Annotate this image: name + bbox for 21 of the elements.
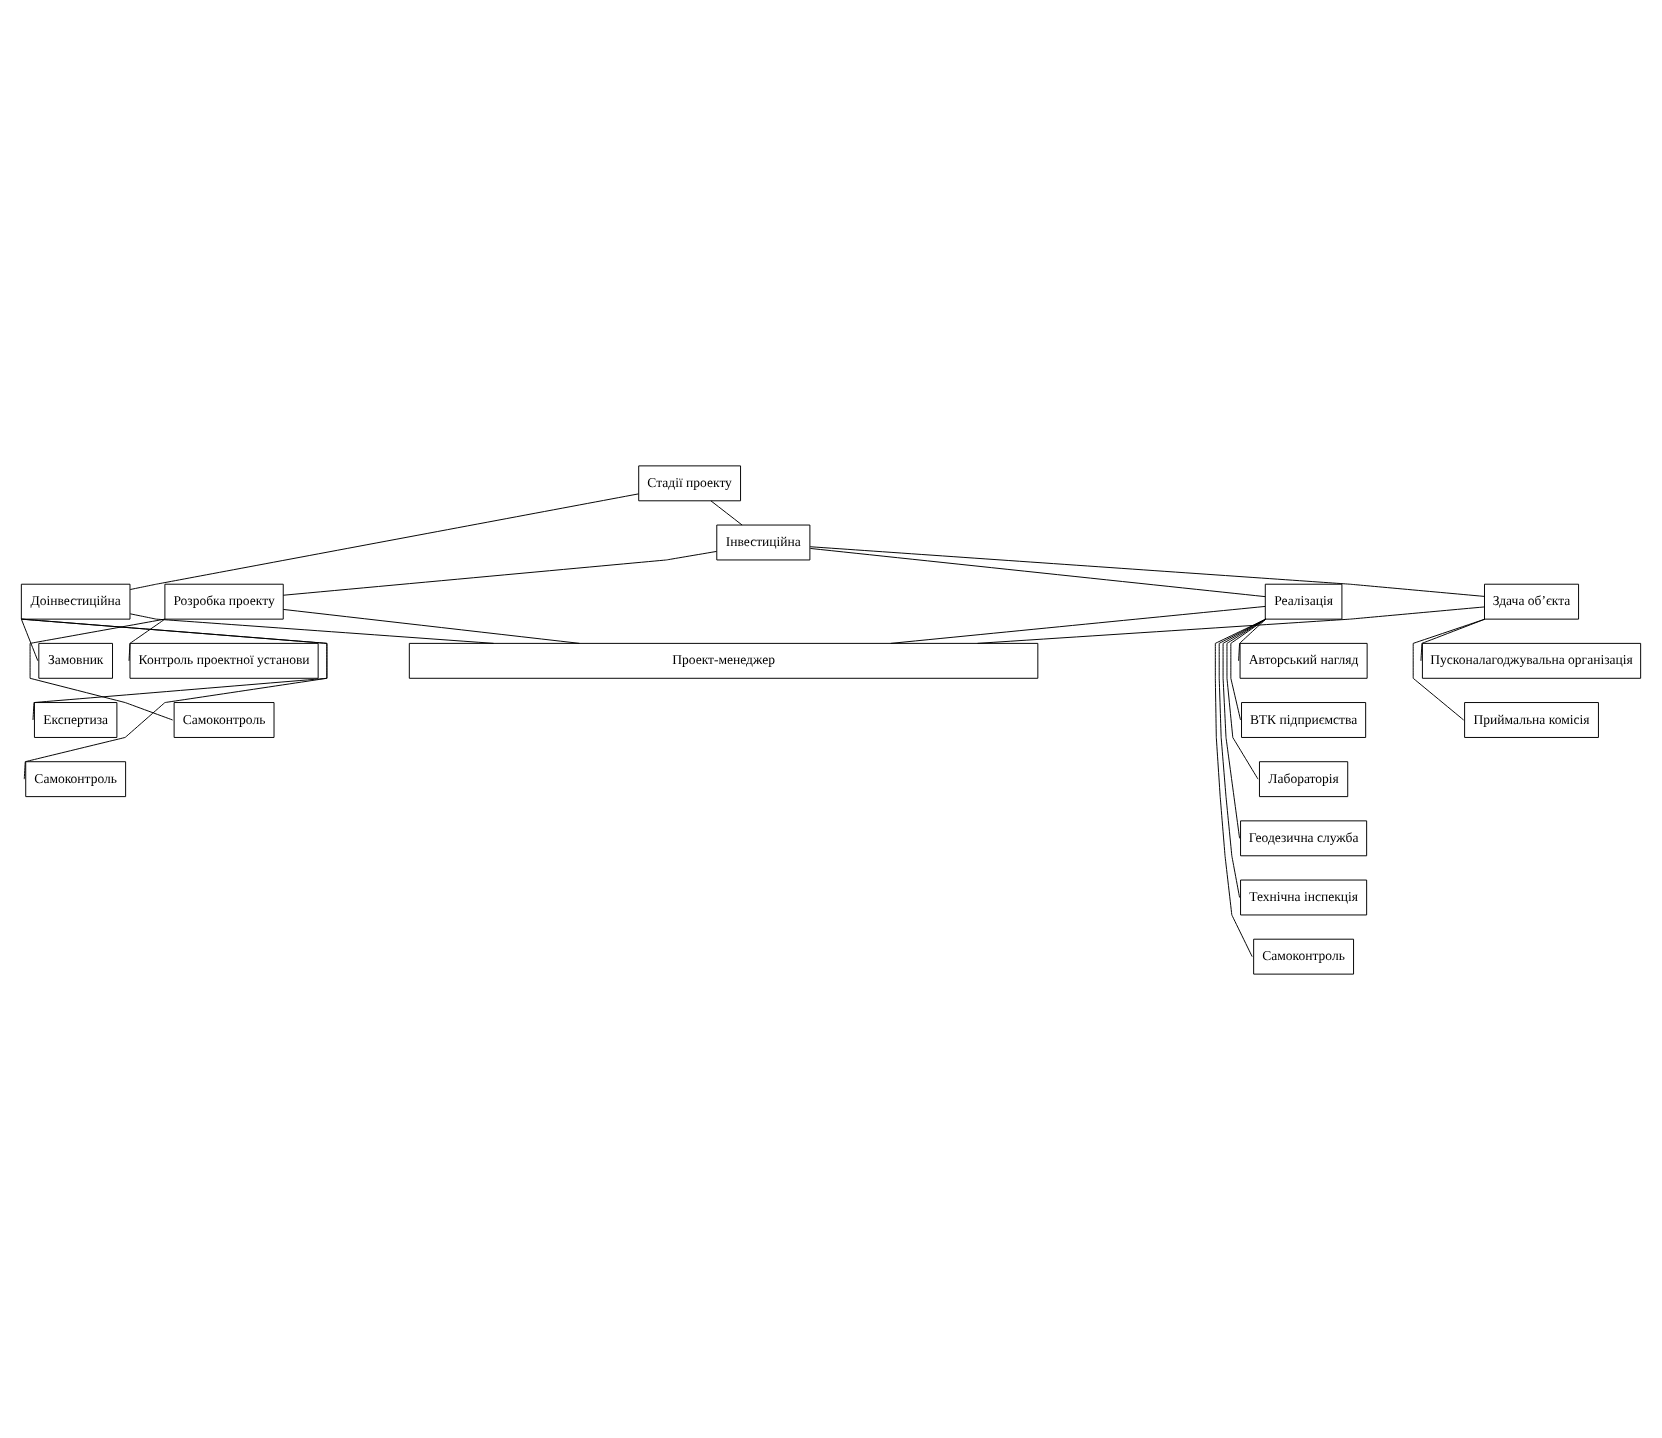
connector <box>129 492 639 589</box>
connector <box>20 617 328 779</box>
connector <box>809 545 1485 596</box>
connector <box>977 605 1485 643</box>
connector <box>890 604 1266 643</box>
connector <box>1218 617 1267 897</box>
connector <box>1238 617 1267 661</box>
connector <box>1420 617 1486 661</box>
connector <box>20 617 39 661</box>
connector <box>29 617 174 720</box>
connector <box>1214 617 1267 957</box>
connector <box>809 546 1266 597</box>
connector <box>282 549 718 595</box>
connector <box>1222 617 1267 838</box>
connector <box>1412 617 1486 720</box>
connector <box>129 612 495 643</box>
connector <box>1230 617 1267 720</box>
connector <box>1226 617 1267 779</box>
connector <box>282 607 580 643</box>
connector <box>710 499 743 525</box>
connector <box>128 617 166 661</box>
